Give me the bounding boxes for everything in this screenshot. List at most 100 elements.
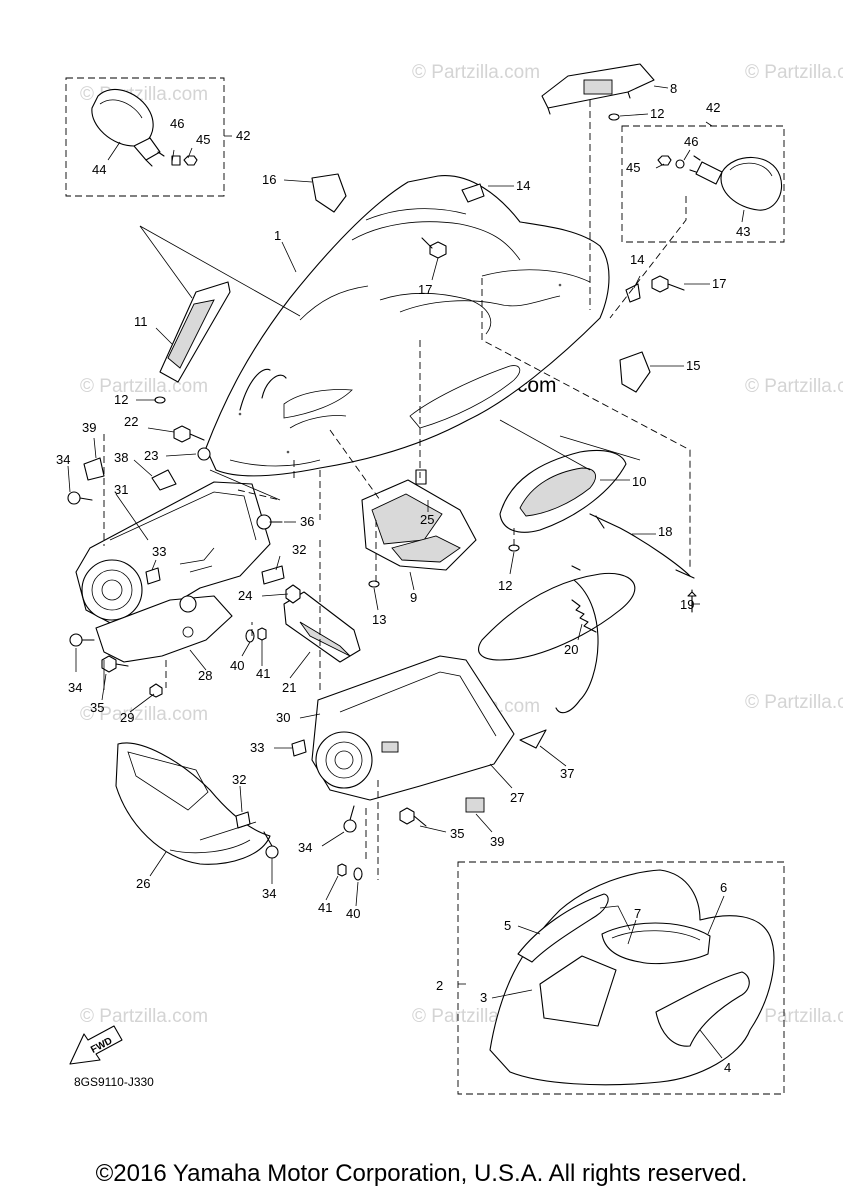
assembly-lines: [103, 100, 691, 880]
copyright-notice: ©2016 Yamaha Motor Corporation, U.S.A. A…: [95, 1160, 748, 1187]
hood-part-1: [205, 175, 610, 477]
callout-32-top: 32: [292, 542, 306, 557]
callout-39-left: 39: [82, 420, 96, 435]
callout-13: 13: [372, 612, 386, 627]
callout-24: 24: [238, 588, 252, 603]
callout-46-left: 46: [170, 116, 184, 131]
clip-part-32-top: [261, 565, 285, 585]
callout-35-left: 35: [90, 700, 104, 715]
screw-part-34-upper: [67, 491, 93, 505]
clip-part-25: [415, 469, 427, 485]
bolt-part-17-center: [421, 237, 447, 259]
plate-part-39-right: [465, 797, 485, 813]
cable-part-18: [478, 513, 695, 714]
screw-part-34-right: [343, 805, 357, 833]
callout-43: 43: [736, 224, 750, 239]
watermark: © Partzilla.com: [745, 1006, 843, 1027]
screw-part-34-bottom: [263, 831, 279, 859]
mirror-left-group-box: [65, 77, 225, 197]
callout-11: 11: [134, 314, 148, 329]
bolt-part-35-left: [101, 655, 129, 673]
watermark: © Partzilla.com: [745, 692, 843, 713]
callout-40-right: 40: [346, 906, 360, 921]
callout-31: 31: [114, 482, 128, 497]
callout-26: 26: [136, 876, 150, 891]
lower-cowl-part-26: [115, 742, 271, 865]
nut-washer-part-40-41-right: [337, 863, 363, 881]
cover-part-15: [619, 351, 651, 393]
callout-36: 36: [300, 514, 314, 529]
callout-10: 10: [632, 474, 646, 489]
callout-44: 44: [92, 162, 106, 177]
callout-40-left: 40: [230, 658, 244, 673]
watermark: © Partzilla.com: [80, 1006, 208, 1027]
grille-part-10: [499, 449, 627, 533]
callout-20: 20: [564, 642, 578, 657]
callout-30: 30: [276, 710, 290, 725]
washer-part-12: [608, 113, 620, 121]
nut-part-24: [285, 584, 301, 604]
trim-part-16: [311, 173, 347, 213]
callout-19: 19: [680, 597, 694, 612]
callout-6: 6: [720, 880, 727, 895]
plate-part-39-left: [83, 457, 105, 481]
callout-42-left: 42: [236, 128, 250, 143]
callout-22: 22: [124, 414, 138, 429]
callout-41-left: 41: [256, 666, 270, 681]
callout-37: 37: [560, 766, 574, 781]
side-panel-part-31: [75, 481, 271, 627]
fwd-arrow: FWD: [69, 1025, 123, 1065]
diagram-code: 8GS9110-J330: [74, 1075, 154, 1089]
callout-34-lower: 34: [68, 680, 82, 695]
clip-part-33-right: [291, 739, 307, 757]
callout-12-top: 12: [650, 106, 664, 121]
callout-17-center: 17: [418, 282, 432, 297]
callout-34-upper: 34: [56, 452, 70, 467]
bolt-part-17-right: [651, 275, 685, 293]
watermark: © Partzilla.com: [745, 376, 843, 397]
screw-part-34-lower: [69, 633, 95, 647]
callout-8: 8: [670, 81, 677, 96]
grille-part-9: [361, 479, 477, 571]
nut-washer-part-40-41-left: [245, 627, 267, 643]
callout-42-right: 42: [706, 100, 720, 115]
callout-46-right: 46: [684, 134, 698, 149]
callout-3: 3: [480, 990, 487, 1005]
callout-labels: 1 2 3 4 5 6 7 8 9 10 11 12 12 12 13 14 1…: [56, 81, 750, 1075]
grille-part-11: [159, 281, 231, 383]
trim-part-14-right: [625, 283, 641, 303]
callout-14-top: 14: [516, 178, 530, 193]
callout-33-left: 33: [152, 544, 166, 559]
watermark: © Partzilla.com: [412, 62, 540, 83]
callout-23: 23: [144, 448, 158, 463]
callout-14-right: 14: [630, 252, 644, 267]
callout-34-bottom: 34: [262, 886, 276, 901]
mirror-right: [657, 155, 782, 211]
callout-38: 38: [114, 450, 128, 465]
callout-17-right: 17: [712, 276, 726, 291]
callout-18: 18: [658, 524, 672, 539]
screw-part-36: [256, 514, 283, 530]
callout-34-right: 34: [298, 840, 312, 855]
callout-35-right: 35: [450, 826, 464, 841]
bracket-part-21: [283, 591, 361, 663]
washer-part-12-left: [154, 396, 166, 404]
lower-panel-part-28: [95, 595, 233, 663]
callout-29: 29: [120, 710, 134, 725]
callout-45-left: 45: [196, 132, 210, 147]
callout-16: 16: [262, 172, 276, 187]
callout-45-right: 45: [626, 160, 640, 175]
nut-part-29: [149, 683, 163, 698]
side-panel-part-30: [311, 655, 515, 801]
callout-33-right: 33: [250, 740, 264, 755]
bolt-part-22-23: [173, 425, 211, 461]
bolt-part-35-right: [399, 807, 427, 827]
leader-lines: [67, 85, 745, 1059]
washer-part-13: [368, 580, 380, 588]
spring-part-20: [571, 599, 597, 633]
mirror-right-group-box: [621, 125, 785, 243]
callout-27: 27: [510, 790, 524, 805]
callout-9: 9: [410, 590, 417, 605]
graphic-set-group-box: [457, 861, 785, 1095]
clip-part-38: [151, 469, 177, 491]
